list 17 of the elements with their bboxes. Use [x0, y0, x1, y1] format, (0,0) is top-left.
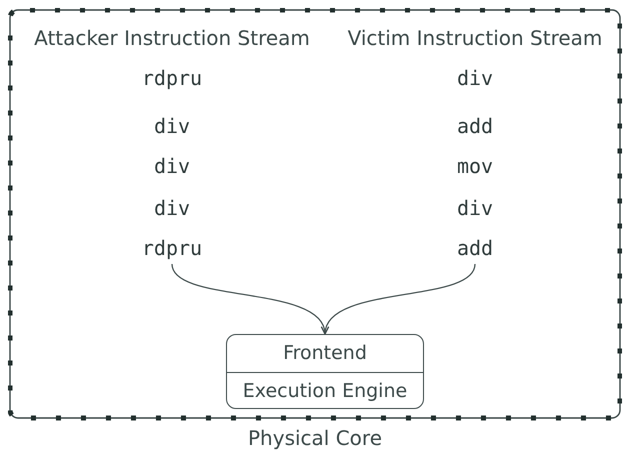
stream-heading: Attacker Instruction Stream: [34, 26, 310, 50]
stream-heading: Victim Instruction Stream: [348, 26, 602, 50]
stage-label: Frontend: [282, 341, 368, 366]
instruction-text: div: [154, 196, 190, 220]
instruction-text: div: [154, 154, 190, 178]
stage-label: Execution Engine: [227, 372, 423, 409]
instruction-text: mov: [456, 154, 494, 178]
frame-caption: Physical Core: [248, 426, 382, 450]
instruction-text: div: [456, 196, 494, 220]
merge-arrow: [322, 264, 476, 335]
instruction-text: div: [154, 114, 190, 138]
instruction-text: add: [456, 114, 494, 138]
instruction-text: add: [456, 236, 494, 260]
instruction-text: div: [456, 66, 494, 90]
instruction-text: rdpru: [142, 66, 202, 90]
core-pipeline-box: [226, 334, 424, 409]
instruction-text: rdpru: [142, 236, 202, 260]
